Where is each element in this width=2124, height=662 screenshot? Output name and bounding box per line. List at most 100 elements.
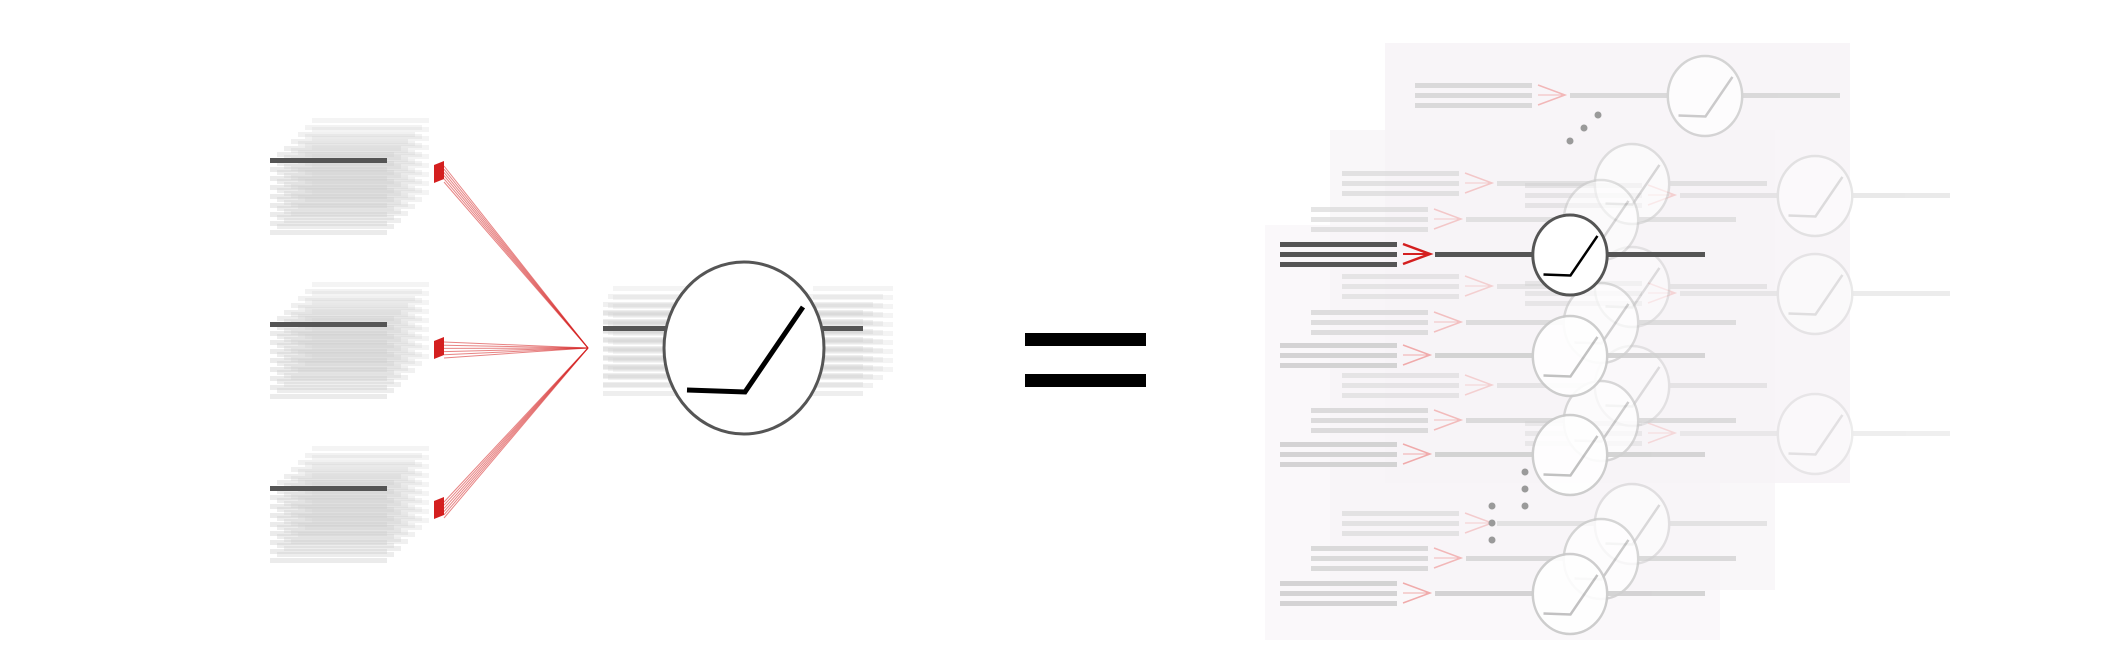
sheet-line <box>312 509 429 514</box>
unit-input-line <box>1342 531 1459 536</box>
sheet-line <box>312 518 429 523</box>
sheet-line <box>305 471 422 476</box>
unit-input-line <box>1280 262 1397 267</box>
sheet-line <box>277 197 394 202</box>
neuron-unit <box>1776 154 1854 238</box>
sheet-line <box>284 182 401 187</box>
unit-input-line <box>1342 191 1459 196</box>
equals-symbol <box>1025 333 1146 387</box>
connector-middle <box>434 337 589 359</box>
sheet-line <box>312 318 429 323</box>
sheet-line <box>270 203 387 208</box>
sheet-line <box>603 383 683 388</box>
sheet-line <box>270 167 387 172</box>
sheet-line <box>277 388 394 393</box>
connector-fan-line <box>443 181 589 349</box>
neuron-unit <box>1531 314 1609 398</box>
sheet-line <box>603 373 683 378</box>
sheet-line <box>613 349 693 354</box>
unit-input-line <box>1342 171 1459 176</box>
sheet-line <box>270 221 387 226</box>
activation-neuron-icon <box>662 260 826 436</box>
output-sheet-2 <box>793 302 873 388</box>
sheet-line <box>298 141 415 146</box>
connector-fan-line <box>443 347 589 353</box>
input-stack-top <box>270 118 429 235</box>
dots-icon <box>1521 485 1529 493</box>
sheet-line <box>284 528 401 533</box>
sheet-line <box>284 328 401 333</box>
output-sheet-5 <box>608 294 688 380</box>
unit-input-line <box>1342 521 1459 526</box>
sheet-line <box>284 519 401 524</box>
sheet-line <box>291 357 408 362</box>
sheet-line <box>305 152 422 157</box>
sheet-line <box>603 391 683 396</box>
activation-curve <box>1788 176 1844 218</box>
unit-input-line <box>1342 181 1459 186</box>
unit-input-line <box>1342 373 1459 378</box>
sheet-line <box>284 483 401 488</box>
sheet-line <box>277 215 394 220</box>
sheet-line <box>613 331 693 336</box>
sheet-line <box>284 492 401 497</box>
sheet-line <box>608 339 688 344</box>
connector-fan-line <box>443 344 589 349</box>
sheet-line <box>298 350 415 355</box>
input-stack-middle-sheet-6 <box>270 322 387 399</box>
sheet-line <box>298 478 415 483</box>
sheet-line <box>270 513 387 518</box>
sheet-line <box>312 455 429 460</box>
sheet-line <box>291 312 408 317</box>
sheet-line <box>613 304 693 309</box>
sheet-line <box>277 316 394 321</box>
sheet-line <box>803 357 883 362</box>
dots-icon <box>1594 111 1602 119</box>
sheet-line <box>284 510 401 515</box>
activation-curve <box>1788 414 1844 456</box>
unit-input-line <box>1342 274 1459 279</box>
sheet-line <box>277 161 394 166</box>
unit-input-line <box>1280 343 1397 348</box>
neuron-circle <box>1531 552 1609 636</box>
activation-curve <box>1543 435 1599 477</box>
sheet-line <box>291 366 408 371</box>
sheet-line <box>291 503 408 508</box>
sheet-line <box>284 373 401 378</box>
sheet-line <box>608 348 688 353</box>
sheet-line <box>312 282 429 287</box>
sheet-line <box>305 197 422 202</box>
sheet-line <box>608 294 688 299</box>
input-stack-bottom-sheet-1 <box>305 453 422 530</box>
sheet-line <box>291 339 408 344</box>
sheet-line <box>305 170 422 175</box>
sheet-line <box>305 489 422 494</box>
dots-icon <box>1488 519 1496 527</box>
connector-top <box>434 161 589 349</box>
sheet-line <box>298 496 415 501</box>
sheet-line <box>284 501 401 506</box>
unit-input-line <box>1280 252 1397 257</box>
sheet-line <box>284 310 401 315</box>
activation-curve <box>1678 76 1734 118</box>
unit-input-line <box>1342 383 1459 388</box>
sheet-line <box>813 331 893 336</box>
sheet-line <box>803 294 883 299</box>
neuron-unit <box>1776 392 1854 476</box>
unit-output-line <box>1680 431 1950 436</box>
sheet-line <box>613 286 693 291</box>
input-stack-middle-sheet-1 <box>305 289 422 366</box>
sheet-line <box>291 467 408 472</box>
sheet-line <box>284 537 401 542</box>
sheet-line <box>312 327 429 332</box>
output-sheet-0 <box>813 286 893 372</box>
input-stack-middle-sheet-0 <box>312 282 429 359</box>
sheet-line <box>312 354 429 359</box>
unit-input-line <box>1311 408 1428 413</box>
activation-curve <box>686 305 806 395</box>
unit-output-line <box>1497 383 1767 388</box>
sheet-line <box>277 543 394 548</box>
neuron-circle <box>1531 413 1609 497</box>
sheet-line <box>291 211 408 216</box>
sheet-line <box>603 319 683 324</box>
